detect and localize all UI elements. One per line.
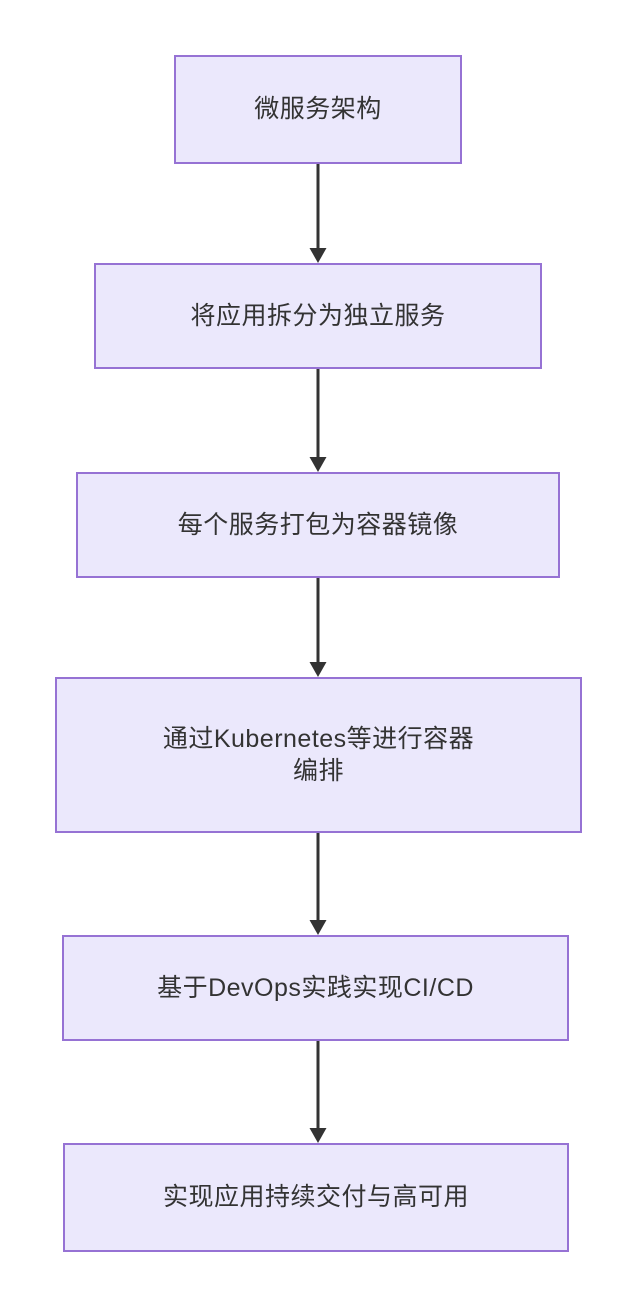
flow-node-microservice-architecture[interactable]: 微服务架构 [174,55,462,164]
flow-node-continuous-delivery-ha[interactable]: 实现应用持续交付与高可用 [63,1143,569,1252]
flow-edge-arrowhead-icon [309,662,327,677]
flow-edge-arrowhead-icon [309,1128,327,1143]
flow-node-package-services-as-images[interactable]: 每个服务打包为容器镜像 [76,472,560,578]
flow-edge-arrowhead-icon [309,248,327,263]
flow-node-devops-ci-cd[interactable]: 基于DevOps实践实现CI/CD [62,935,569,1041]
flow-node-split-app-into-services[interactable]: 将应用拆分为独立服务 [94,263,542,369]
flow-edge-arrowhead-icon [309,457,327,472]
flow-node-kubernetes-orchestration[interactable]: 通过Kubernetes等进行容器 编排 [55,677,582,833]
flow-edge-arrowhead-icon [309,920,327,935]
